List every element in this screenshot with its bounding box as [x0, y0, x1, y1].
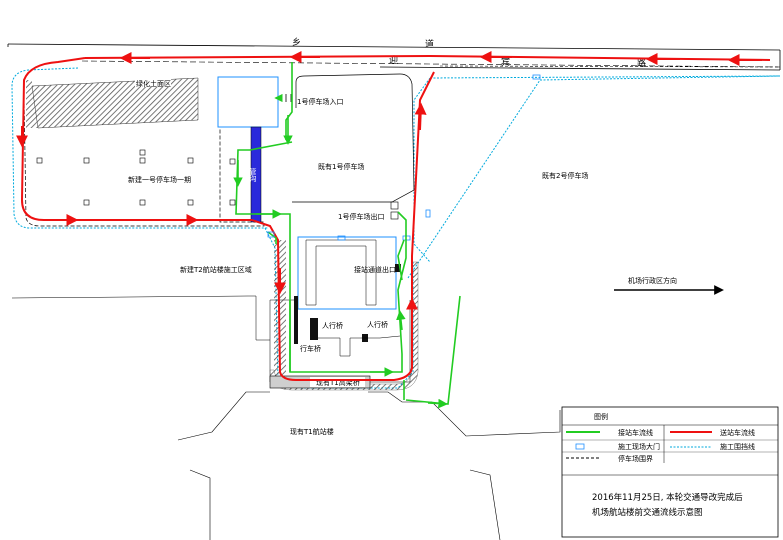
parking-markers: [36, 149, 236, 206]
legend-item-fence: 施工围挡线: [720, 442, 755, 451]
red-road-flow: [84, 51, 781, 68]
t1-terminal: 现有T1航站楼: [177, 391, 561, 540]
pickup-exit-label: 接站通道出口: [354, 265, 396, 274]
caption-line-1: 2016年11月25日, 本轮交通导改完成后: [592, 492, 743, 503]
gate-markers: [267, 74, 541, 241]
vehicle-bridge-label: 行车桥: [300, 344, 321, 353]
existing-lot-1: 既有1号停车场 1号停车场入口 1号停车场出口: [285, 73, 415, 221]
admin-direction-label: 机场行政区方向: [628, 276, 677, 285]
admin-direction: 机场行政区方向: [614, 276, 724, 295]
lot1-exit-label: 1号停车场出口: [338, 212, 384, 221]
lot1-label: 既有1号停车场: [318, 162, 364, 171]
central-curbside: 现有T1高架桥 人行桥 人行桥 行车桥 接站通道出口: [269, 235, 419, 391]
ped-bridge-1-label: 人行桥: [322, 321, 343, 330]
lot1-entrance-label: 1号停车场入口: [297, 97, 343, 106]
lot1-entrance-gate: [285, 94, 292, 102]
t1-elevated-label: 现有T1高架桥: [316, 378, 360, 387]
legend-title: 图例: [594, 412, 608, 421]
road-char-2: 道: [425, 38, 434, 50]
caption-line-2: 机场航站楼前交通流线示意图: [592, 507, 703, 518]
road-char-3: 迎: [389, 54, 398, 66]
t2-construction-area: 新建T2航站楼施工区域: [11, 265, 270, 341]
legend-item-gate: 施工现场大门: [618, 442, 660, 451]
ped-bridge-2-label: 人行桥: [367, 320, 388, 329]
new-parking-lot: 绿化土面区 管沟 新建一号停车场一期: [23, 76, 279, 227]
lot1-exit-gate: [390, 201, 399, 220]
legend-item-dropoff: 送站车流线: [720, 428, 755, 437]
main-road: 乡 道 迎 宾 路: [7, 37, 781, 71]
red-dropoff-flow: [16, 57, 435, 381]
road-char-5: 路: [637, 57, 646, 69]
lot2-label: 既有2号停车场: [542, 171, 588, 180]
legend-item-pickup: 接站车流线: [618, 428, 653, 437]
t2-construction-label: 新建T2航站楼施工区域: [180, 265, 252, 274]
road-char-1: 乡: [292, 37, 301, 48]
greening-label: 绿化土面区: [136, 79, 171, 88]
new-lot-label: 新建一号停车场一期: [128, 175, 191, 184]
t1-terminal-label: 现有T1航站楼: [290, 427, 334, 436]
legend-item-boundary: 停车场围界: [618, 454, 653, 463]
road-char-4: 宾: [501, 56, 510, 68]
channel-label: 管沟: [249, 167, 257, 183]
legend: 图例 接站车流线 送站车流线 施工现场大门 施工围挡线 停车场围界 2016年1…: [561, 406, 779, 538]
legend-swatch-gate: [575, 443, 585, 450]
green-pickup-flow: [233, 62, 461, 409]
